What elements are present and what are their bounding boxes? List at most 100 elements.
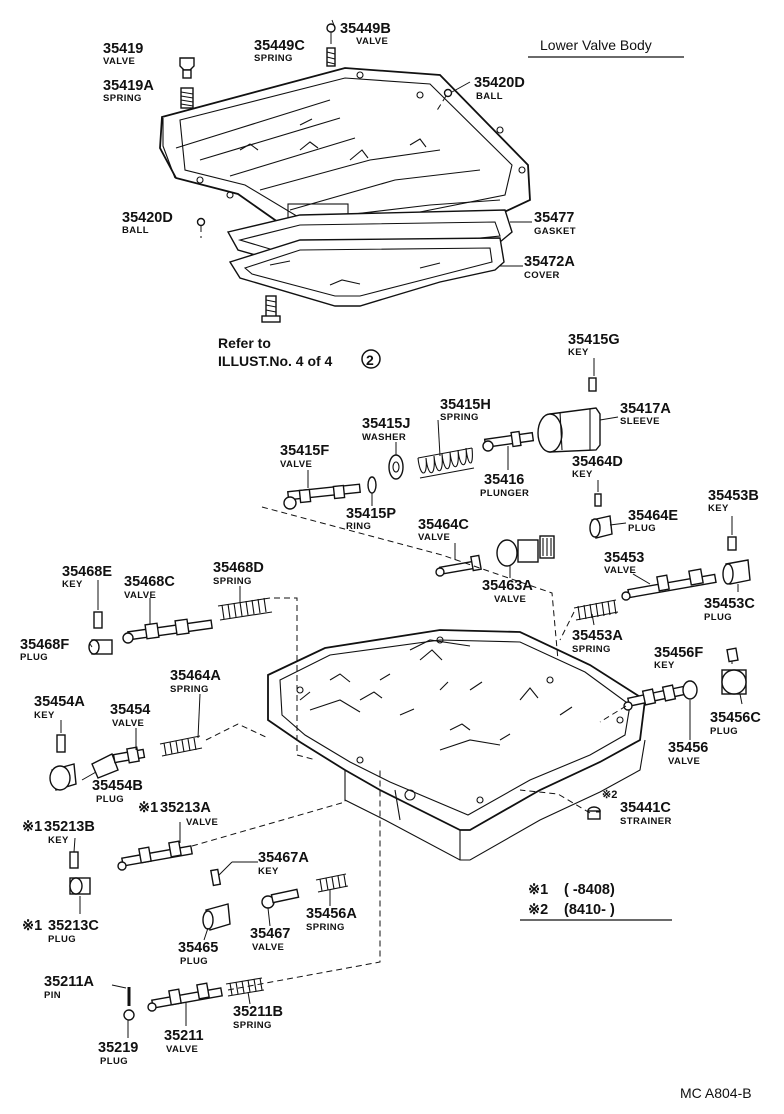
- svg-text:BALL: BALL: [122, 225, 149, 236]
- key-35453b-drawing: [727, 536, 737, 551]
- spring-35415h-drawing: [417, 447, 475, 479]
- spring-35453a-drawing: [573, 599, 619, 621]
- label-35472a: 35472A COVER: [524, 254, 575, 281]
- svg-text:35419A: 35419A: [103, 78, 154, 94]
- svg-text:35467A: 35467A: [258, 850, 309, 866]
- valve-35454-drawing: [91, 746, 146, 779]
- svg-text:※1: ※1: [22, 918, 42, 934]
- label-35468d: 35468D SPRING: [213, 560, 264, 587]
- plunger-35416-drawing: [482, 430, 535, 452]
- svg-text:35456C: 35456C: [710, 710, 761, 726]
- svg-text:35477: 35477: [534, 210, 574, 226]
- svg-text:Refer to: Refer to: [218, 335, 271, 351]
- label-35449b: 35449B VALVE: [340, 21, 391, 47]
- svg-text:SPRING: SPRING: [213, 576, 252, 587]
- circled-number-badge: [361, 349, 381, 369]
- svg-text:PLUG: PLUG: [96, 794, 124, 805]
- svg-text:PLUG: PLUG: [180, 956, 208, 967]
- svg-text:PLUG: PLUG: [628, 523, 656, 534]
- svg-text:35464C: 35464C: [418, 517, 469, 533]
- label-35211b: 35211B SPRING: [233, 1004, 283, 1031]
- svg-text:PLUG: PLUG: [710, 726, 738, 737]
- svg-text:VALVE: VALVE: [668, 756, 700, 767]
- spring-35468d-drawing: [217, 597, 273, 621]
- svg-text:35453B: 35453B: [708, 488, 759, 504]
- label-35213a: ※1 35213A VALVE: [138, 800, 218, 828]
- svg-text:SPRING: SPRING: [306, 922, 345, 933]
- svg-text:35456: 35456: [668, 740, 708, 756]
- lower-valve-body-drawing: [267, 629, 646, 861]
- label-35211a: 35211A PIN: [44, 974, 95, 1001]
- svg-text:35415F: 35415F: [280, 443, 329, 459]
- svg-text:35211: 35211: [164, 1028, 204, 1044]
- sleeve-35417a-drawing: [537, 407, 601, 453]
- valve-35463a-drawing: [496, 535, 555, 567]
- svg-text:STRAINER: STRAINER: [620, 816, 672, 827]
- svg-text:KEY: KEY: [62, 579, 83, 590]
- svg-text:35219: 35219: [98, 1040, 138, 1056]
- svg-text:RING: RING: [346, 521, 371, 532]
- svg-text:35454: 35454: [110, 702, 150, 718]
- refer-note: Refer to ILLUST.No. 4 of 4 2: [218, 335, 381, 369]
- svg-text:35420D: 35420D: [122, 210, 173, 226]
- label-35213c: ※1 35213C PLUG: [22, 918, 99, 945]
- valve-35468c-drawing: [122, 618, 213, 644]
- label-35415j: 35415J WASHER: [362, 416, 410, 443]
- svg-text:KEY: KEY: [572, 469, 593, 480]
- label-35219: 35219 PLUG: [98, 1040, 138, 1067]
- svg-text:※2: ※2: [528, 902, 548, 918]
- assembly-line-spring-35468d: [274, 597, 317, 761]
- svg-text:VALVE: VALVE: [604, 565, 636, 576]
- label-35464e: 35464E PLUG: [628, 508, 678, 534]
- svg-text:VALVE: VALVE: [418, 532, 450, 543]
- label-35456c: 35456C PLUG: [710, 710, 761, 737]
- svg-text:35464E: 35464E: [628, 508, 678, 524]
- svg-text:BALL: BALL: [476, 91, 503, 102]
- svg-text:35415H: 35415H: [440, 397, 491, 413]
- label-35419a: 35419A SPRING: [103, 78, 154, 104]
- svg-text:KEY: KEY: [48, 835, 69, 846]
- strainer-35441c-drawing: [587, 806, 601, 820]
- svg-text:WASHER: WASHER: [362, 432, 406, 443]
- assembly-line-valve-35213a: [191, 770, 346, 847]
- svg-text:2: 2: [366, 352, 374, 368]
- svg-text:※1: ※1: [22, 819, 42, 835]
- svg-text:KEY: KEY: [258, 866, 279, 877]
- valve-35453-drawing: [621, 568, 717, 601]
- svg-text:※2: ※2: [602, 789, 617, 801]
- valve-35467-drawing: [261, 888, 300, 909]
- label-35477: 35477 GASKET: [534, 210, 576, 237]
- label-35454a: 35454A KEY: [34, 694, 85, 721]
- svg-text:35449C: 35449C: [254, 38, 305, 54]
- assembly-line-spring-35453a: [559, 611, 575, 641]
- key-35454a-drawing: [56, 734, 66, 753]
- svg-text:PLUG: PLUG: [100, 1056, 128, 1067]
- svg-text:SPRING: SPRING: [254, 53, 293, 64]
- label-35415g: 35415G KEY: [568, 332, 620, 358]
- cover-drawing: [228, 237, 505, 307]
- svg-text:VALVE: VALVE: [356, 36, 388, 47]
- key-35415g-drawing: [588, 377, 597, 392]
- svg-text:35420D: 35420D: [474, 75, 525, 91]
- assembly-line-lower-left: [227, 770, 381, 991]
- svg-text:PIN: PIN: [44, 990, 61, 1001]
- plug-35468f-drawing: [88, 639, 113, 655]
- label-35420d-top: 35420D BALL: [474, 75, 525, 102]
- label-35468f: 35468F PLUG: [20, 637, 69, 663]
- svg-text:35454A: 35454A: [34, 694, 85, 710]
- svg-text:35464A: 35464A: [170, 668, 221, 684]
- spring-35419a-drawing: [180, 87, 194, 109]
- assembly-line-top: [261, 506, 559, 661]
- plug-35456c-drawing: [721, 669, 747, 695]
- svg-text:35468E: 35468E: [62, 564, 112, 580]
- ball-top-drawing: [443, 88, 453, 98]
- plug-35453c-drawing: [722, 559, 751, 585]
- label-35420d-left: 35420D BALL: [122, 210, 173, 236]
- spring-35449c-drawing: [326, 47, 336, 67]
- assembly-line-strainer: [519, 789, 591, 814]
- svg-text:VALVE: VALVE: [112, 718, 144, 729]
- spring-35211b-drawing: [225, 977, 265, 997]
- label-35454: 35454 VALVE: [110, 702, 150, 729]
- key-35467a-drawing: [210, 868, 222, 887]
- svg-text:35213A: 35213A: [160, 800, 211, 816]
